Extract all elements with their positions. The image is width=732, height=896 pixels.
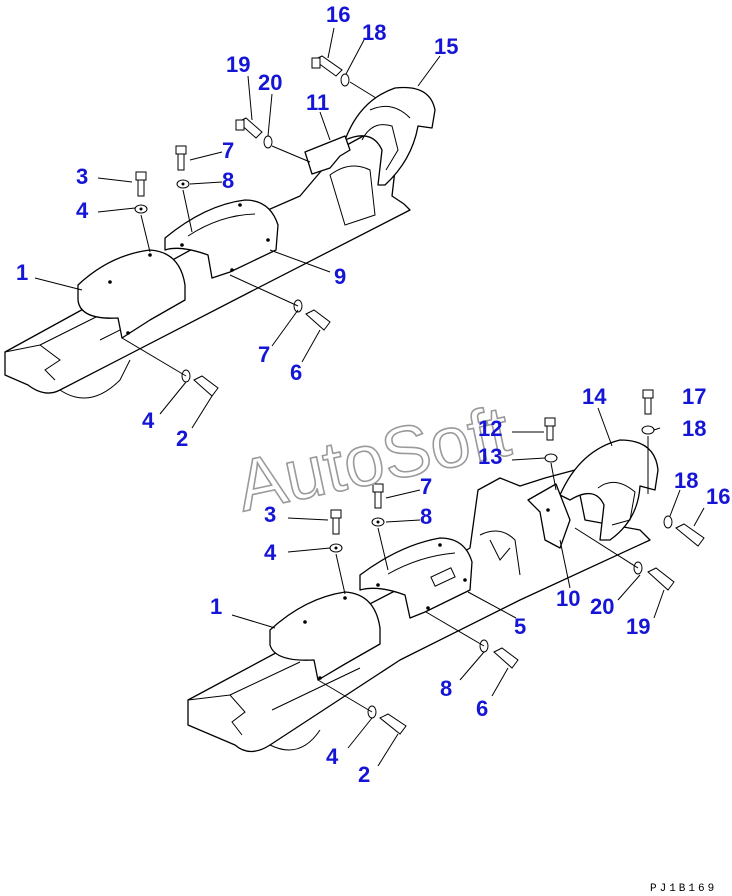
upper-label-9: 9 xyxy=(334,264,346,289)
upper-label-1: 1 xyxy=(16,260,28,285)
lower-label-5: 5 xyxy=(514,614,526,639)
upper-label-19: 19 xyxy=(226,52,250,77)
upper-bolt-6 xyxy=(305,309,331,331)
lower-bolt-3 xyxy=(330,509,342,535)
upper-label-16: 16 xyxy=(326,2,350,27)
lower-label-3: 3 xyxy=(264,502,276,527)
lower-label-20: 20 xyxy=(590,594,614,619)
upper-leaders xyxy=(34,27,441,429)
lower-bolt-6 xyxy=(493,647,519,669)
upper-bolt-16 xyxy=(311,55,343,77)
lower-housing-casting xyxy=(479,530,521,576)
upper-washer-18 xyxy=(340,73,350,87)
upper-end-cover xyxy=(344,86,436,186)
upper-housing-body xyxy=(4,127,411,394)
lower-label-12: 12 xyxy=(478,416,502,441)
upper-bolt-7 xyxy=(175,145,187,171)
lower-washer-18-top xyxy=(641,425,655,435)
lower-washer-4 xyxy=(329,543,343,553)
lower-bolt-19 xyxy=(647,567,675,591)
upper-label-8: 8 xyxy=(222,168,234,193)
upper-label-18: 18 xyxy=(362,20,386,45)
upper-washer-4 xyxy=(134,204,148,214)
lower-part-labels: 14 17 12 18 13 7 3 8 18 16 4 1 10 20 5 1… xyxy=(210,384,730,787)
lower-bolt-7 xyxy=(372,483,384,509)
upper-bolt-19 xyxy=(235,117,263,139)
lower-label-16: 16 xyxy=(706,484,730,509)
lower-washer-8 xyxy=(371,517,385,527)
lower-label-13: 13 xyxy=(478,444,502,469)
lower-bracket xyxy=(527,483,571,549)
lower-guard-holes xyxy=(303,508,550,680)
upper-label-2: 2 xyxy=(176,426,188,451)
upper-label-4-top: 4 xyxy=(76,198,89,223)
lower-label-19: 19 xyxy=(626,614,650,639)
upper-label-4-bottom: 4 xyxy=(142,408,155,433)
drawing-code: PJ1B169 xyxy=(650,883,717,895)
upper-label-3: 3 xyxy=(76,164,88,189)
lower-label-8-top: 8 xyxy=(420,504,432,529)
lower-bolt-12 xyxy=(544,417,556,441)
lower-end-plate xyxy=(559,439,659,541)
upper-guard-mid xyxy=(164,199,279,279)
lower-bolt-16 xyxy=(675,523,705,547)
upper-bracket xyxy=(304,135,351,175)
upper-label-7-top: 7 xyxy=(222,138,234,163)
upper-assembly xyxy=(4,27,441,429)
lower-washer-18-side xyxy=(663,515,673,529)
lower-label-14: 14 xyxy=(582,384,607,409)
lower-label-7: 7 xyxy=(420,474,432,499)
lower-label-4-top: 4 xyxy=(264,540,277,565)
upper-label-11: 11 xyxy=(306,90,329,115)
lower-washer-13 xyxy=(544,453,558,463)
lower-assembly xyxy=(187,389,705,767)
lower-leaders xyxy=(231,407,705,767)
lower-label-6: 6 xyxy=(476,696,488,721)
upper-guard-left xyxy=(77,249,186,339)
upper-washer-20 xyxy=(263,135,273,149)
upper-bolt-3 xyxy=(135,171,147,197)
upper-bolt-2 xyxy=(193,375,219,397)
lower-bolt-2 xyxy=(379,713,407,735)
lower-label-8-bottom: 8 xyxy=(440,676,452,701)
lower-guard-left xyxy=(269,591,381,681)
upper-washer-8 xyxy=(176,179,190,189)
lower-bolt-17 xyxy=(642,389,654,415)
upper-label-20: 20 xyxy=(258,70,282,95)
lower-guard-mid xyxy=(359,537,473,619)
lower-label-18-side: 18 xyxy=(674,468,698,493)
lower-label-17: 17 xyxy=(682,384,706,409)
upper-label-6: 6 xyxy=(290,360,302,385)
upper-label-7-bottom: 7 xyxy=(258,342,270,367)
upper-part-labels: 16 18 15 19 20 11 7 3 8 4 1 9 7 6 4 2 xyxy=(16,2,458,451)
upper-label-15: 15 xyxy=(434,34,458,59)
upper-guard-holes xyxy=(108,203,270,335)
lower-label-10: 10 xyxy=(556,586,580,611)
lower-label-1: 1 xyxy=(210,594,222,619)
upper-housing-edge xyxy=(4,299,181,399)
lower-label-4-bottom: 4 xyxy=(326,744,339,769)
lower-label-18-top: 18 xyxy=(682,416,706,441)
lower-label-2: 2 xyxy=(358,762,370,787)
